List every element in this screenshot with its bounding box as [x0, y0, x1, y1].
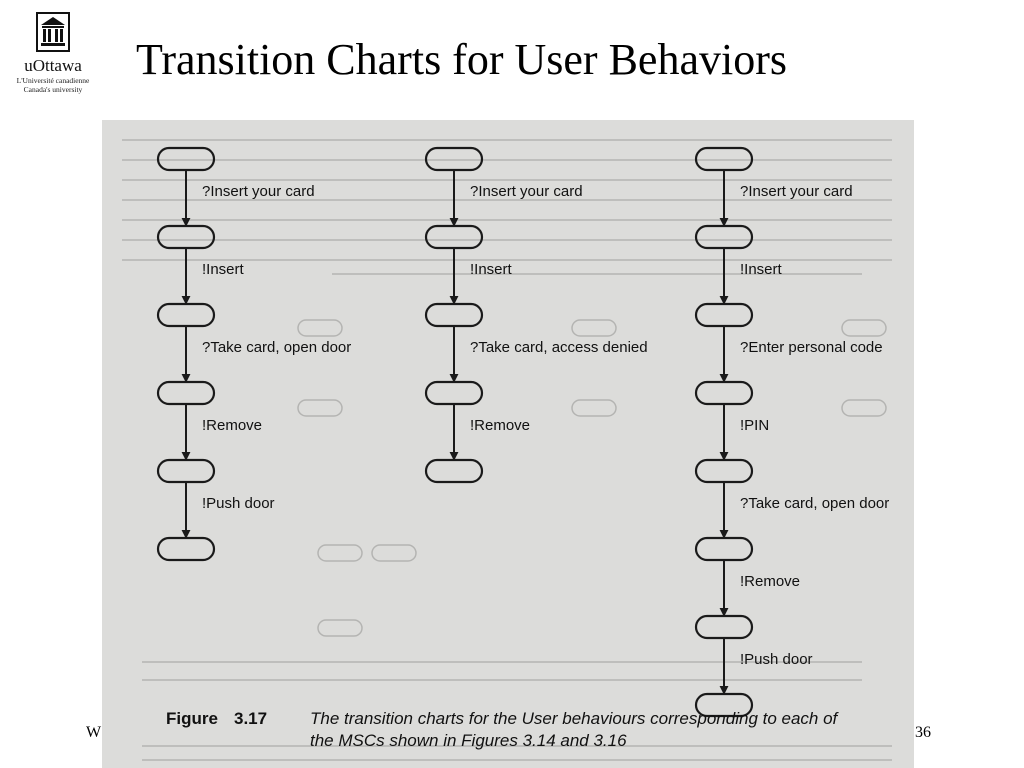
chart-2-state-5: [424, 458, 484, 484]
chart-1-state-5: [156, 458, 216, 484]
bleed-through-background: [122, 139, 892, 761]
chart-3-state-4: [694, 380, 754, 406]
chart-3-transition-label-3: ?Enter personal code: [740, 339, 883, 356]
chart-3-state-2: [694, 224, 754, 250]
chart-1-transition-label-5: !Push door: [202, 495, 275, 512]
chart-1-state-1: [156, 146, 216, 172]
chart-1-transition-label-4: !Remove: [202, 417, 262, 434]
figure-label: Figure: [166, 709, 218, 728]
transition-chart-1: ?Insert your card !Insert ?Take card, open…: [156, 146, 351, 562]
chart-2-state-1: [424, 146, 484, 172]
figure-caption: Figure 3.17 The transition charts for th…: [166, 709, 840, 750]
logo-wordmark: uOttawa: [24, 56, 82, 75]
page-number: 36: [915, 724, 931, 741]
chart-2-transition-label-4: !Remove: [470, 417, 530, 434]
chart-2-state-4: [424, 380, 484, 406]
transition-chart-2: ?Insert your card !Insert ?Take card, acce…: [424, 146, 648, 484]
figure-caption-line-1: The transition charts for the User behav…: [310, 709, 840, 728]
chart-3-state-7: [694, 614, 754, 640]
chart-3-state-6: [694, 536, 754, 562]
chart-3-transition-label-2: !Insert: [740, 261, 783, 278]
chart-2-transition-label-1: ?Insert your card: [470, 183, 583, 200]
chart-3-state-5: [694, 458, 754, 484]
logo-tagline-fr: L'Université canadienne: [16, 76, 90, 85]
chart-3-transition-label-1: ?Insert your card: [740, 183, 853, 200]
chart-1-state-4: [156, 380, 216, 406]
chart-3-transition-label-6: !Remove: [740, 573, 800, 590]
chart-3-transition-label-5: ?Take card, open door: [740, 495, 889, 512]
chart-2-transition-label-2: !Insert: [470, 261, 513, 278]
chart-2-state-3: [424, 302, 484, 328]
chart-1-transition-label-3: ?Take card, open door: [202, 339, 351, 356]
figure-number: 3.17: [234, 709, 267, 728]
transition-chart-3: ?Insert your card !Insert ?Enter personal …: [694, 146, 889, 718]
chart-1-state-3: [156, 302, 216, 328]
chart-3-transition-label-7: !Push door: [740, 651, 813, 668]
footer-text: W: [86, 724, 102, 741]
slide-title: Transition Charts for User Behaviors: [136, 35, 787, 84]
figure-caption-line-2: the MSCs shown in Figures 3.14 and 3.16: [310, 731, 627, 750]
chart-2-transition-label-3: ?Take card, access denied: [470, 339, 648, 356]
transition-charts-diagram: ?Insert your card !Insert ?Take card, open…: [122, 139, 892, 761]
chart-3-state-1: [694, 146, 754, 172]
chart-3-state-3: [694, 302, 754, 328]
logo-tagline-en: Canada's university: [23, 85, 83, 94]
chart-1-state-6: [156, 536, 216, 562]
scanned-figure: ?Insert your card !Insert ?Take card, open…: [102, 120, 914, 768]
chart-2-state-2: [424, 224, 484, 250]
chart-3-transition-label-4: !PIN: [740, 417, 769, 434]
chart-1-state-2: [156, 224, 216, 250]
uottawa-logo: uOttawa L'Université canadienne Canada's…: [8, 12, 98, 94]
chart-1-transition-label-2: !Insert: [202, 261, 245, 278]
chart-1-transition-label-1: ?Insert your card: [202, 183, 315, 200]
university-building-icon: [36, 12, 70, 52]
